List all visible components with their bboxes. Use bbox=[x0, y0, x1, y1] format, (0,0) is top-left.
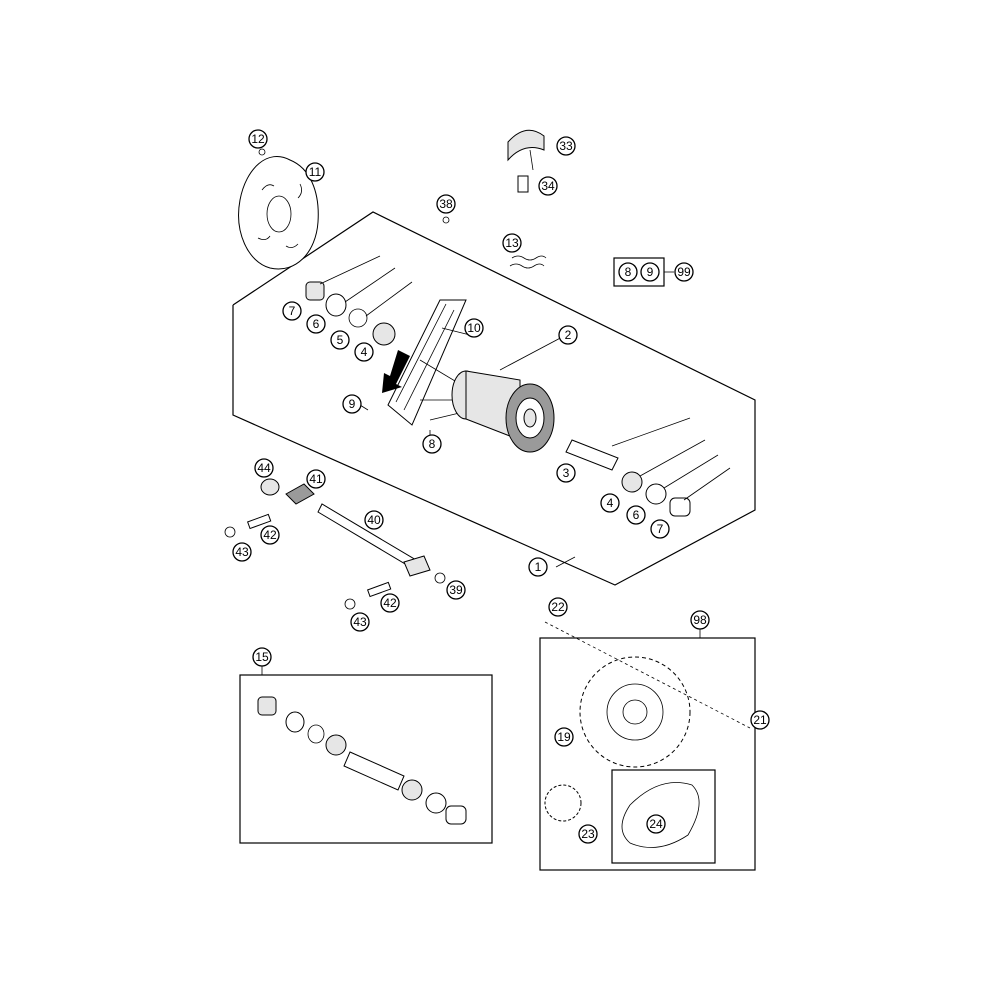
svg-text:44: 44 bbox=[257, 461, 271, 475]
callout-42-lower: 42 bbox=[380, 593, 400, 613]
rim-tape bbox=[509, 255, 547, 269]
callout-5: 5 bbox=[330, 330, 350, 350]
right-bearing-stack bbox=[565, 417, 731, 517]
callout-8-spoke: 8 bbox=[422, 434, 442, 454]
callout-13: 13 bbox=[502, 233, 522, 253]
callout-42-upper: 42 bbox=[260, 525, 280, 545]
callout-12: 12 bbox=[248, 129, 268, 149]
svg-text:42: 42 bbox=[263, 528, 277, 542]
svg-text:12: 12 bbox=[251, 132, 265, 146]
callout-43-lower: 43 bbox=[350, 612, 370, 632]
left-bearing-stack bbox=[305, 255, 413, 346]
callout-10: 10 bbox=[464, 318, 484, 338]
callout-9-spoke: 9 bbox=[342, 394, 362, 414]
svg-text:21: 21 bbox=[753, 713, 767, 727]
svg-text:8: 8 bbox=[429, 437, 436, 451]
callout-9-kit: 9 bbox=[640, 262, 660, 282]
svg-text:33: 33 bbox=[559, 139, 573, 153]
callout-22: 22 bbox=[548, 597, 568, 617]
callout-24: 24 bbox=[646, 814, 666, 834]
svg-text:98: 98 bbox=[693, 613, 707, 627]
callout-41: 41 bbox=[306, 469, 326, 489]
callout-33: 33 bbox=[556, 136, 576, 156]
svg-text:6: 6 bbox=[313, 317, 320, 331]
svg-text:19: 19 bbox=[557, 730, 571, 744]
axle-group bbox=[224, 478, 446, 610]
brake-disc bbox=[238, 148, 319, 270]
svg-text:43: 43 bbox=[353, 615, 367, 629]
rim bbox=[387, 299, 467, 426]
svg-text:41: 41 bbox=[309, 472, 323, 486]
svg-text:8: 8 bbox=[625, 265, 632, 279]
main-assembly-outline bbox=[232, 211, 756, 586]
svg-text:24: 24 bbox=[649, 817, 663, 831]
svg-text:6: 6 bbox=[633, 508, 640, 522]
svg-text:3: 3 bbox=[563, 466, 570, 480]
callout-11: 11 bbox=[305, 162, 325, 182]
svg-text:9: 9 bbox=[349, 397, 356, 411]
callout-21: 21 bbox=[750, 710, 770, 730]
svg-text:22: 22 bbox=[551, 600, 565, 614]
rim-lock-tool bbox=[442, 129, 545, 224]
callout-7-left: 7 bbox=[282, 301, 302, 321]
svg-text:4: 4 bbox=[607, 496, 614, 510]
svg-text:7: 7 bbox=[657, 522, 664, 536]
callout-99: 99 bbox=[674, 262, 694, 282]
svg-text:38: 38 bbox=[439, 197, 453, 211]
callout-40: 40 bbox=[364, 510, 384, 530]
svg-text:10: 10 bbox=[467, 321, 481, 335]
svg-text:40: 40 bbox=[367, 513, 381, 527]
callout-4-left: 4 bbox=[354, 342, 374, 362]
callout-23: 23 bbox=[578, 824, 598, 844]
svg-text:5: 5 bbox=[337, 333, 344, 347]
svg-text:4: 4 bbox=[361, 345, 368, 359]
callout-8-kit: 8 bbox=[618, 262, 638, 282]
callout-19: 19 bbox=[554, 727, 574, 747]
svg-text:39: 39 bbox=[449, 583, 463, 597]
callout-4-right: 4 bbox=[600, 493, 620, 513]
callout-6-left: 6 bbox=[306, 314, 326, 334]
callout-2: 2 bbox=[558, 325, 578, 345]
svg-text:13: 13 bbox=[505, 236, 519, 250]
callout-38: 38 bbox=[436, 194, 456, 214]
hub bbox=[419, 359, 555, 453]
svg-text:7: 7 bbox=[289, 304, 296, 318]
svg-text:9: 9 bbox=[647, 265, 654, 279]
callout-7-right: 7 bbox=[650, 519, 670, 539]
svg-text:42: 42 bbox=[383, 596, 397, 610]
svg-text:1: 1 bbox=[535, 560, 542, 574]
bearing-kit-box bbox=[239, 666, 493, 844]
svg-text:43: 43 bbox=[235, 545, 249, 559]
svg-text:23: 23 bbox=[581, 827, 595, 841]
svg-text:2: 2 bbox=[565, 328, 572, 342]
callout-3: 3 bbox=[556, 463, 576, 483]
callout-34: 34 bbox=[538, 176, 558, 196]
rotation-arrow bbox=[382, 350, 410, 393]
svg-text:34: 34 bbox=[541, 179, 555, 193]
svg-text:15: 15 bbox=[255, 650, 269, 664]
spoke-kit-box bbox=[613, 257, 674, 287]
svg-text:11: 11 bbox=[309, 165, 322, 179]
callout-15: 15 bbox=[252, 647, 272, 667]
callout-44: 44 bbox=[254, 458, 274, 478]
svg-text:99: 99 bbox=[677, 265, 691, 279]
callout-43-upper: 43 bbox=[232, 542, 252, 562]
callout-1: 1 bbox=[528, 557, 548, 577]
callout-39: 39 bbox=[446, 580, 466, 600]
callout-6-right: 6 bbox=[626, 505, 646, 525]
callout-98: 98 bbox=[690, 610, 710, 630]
sprocket-kit-box bbox=[539, 621, 756, 871]
